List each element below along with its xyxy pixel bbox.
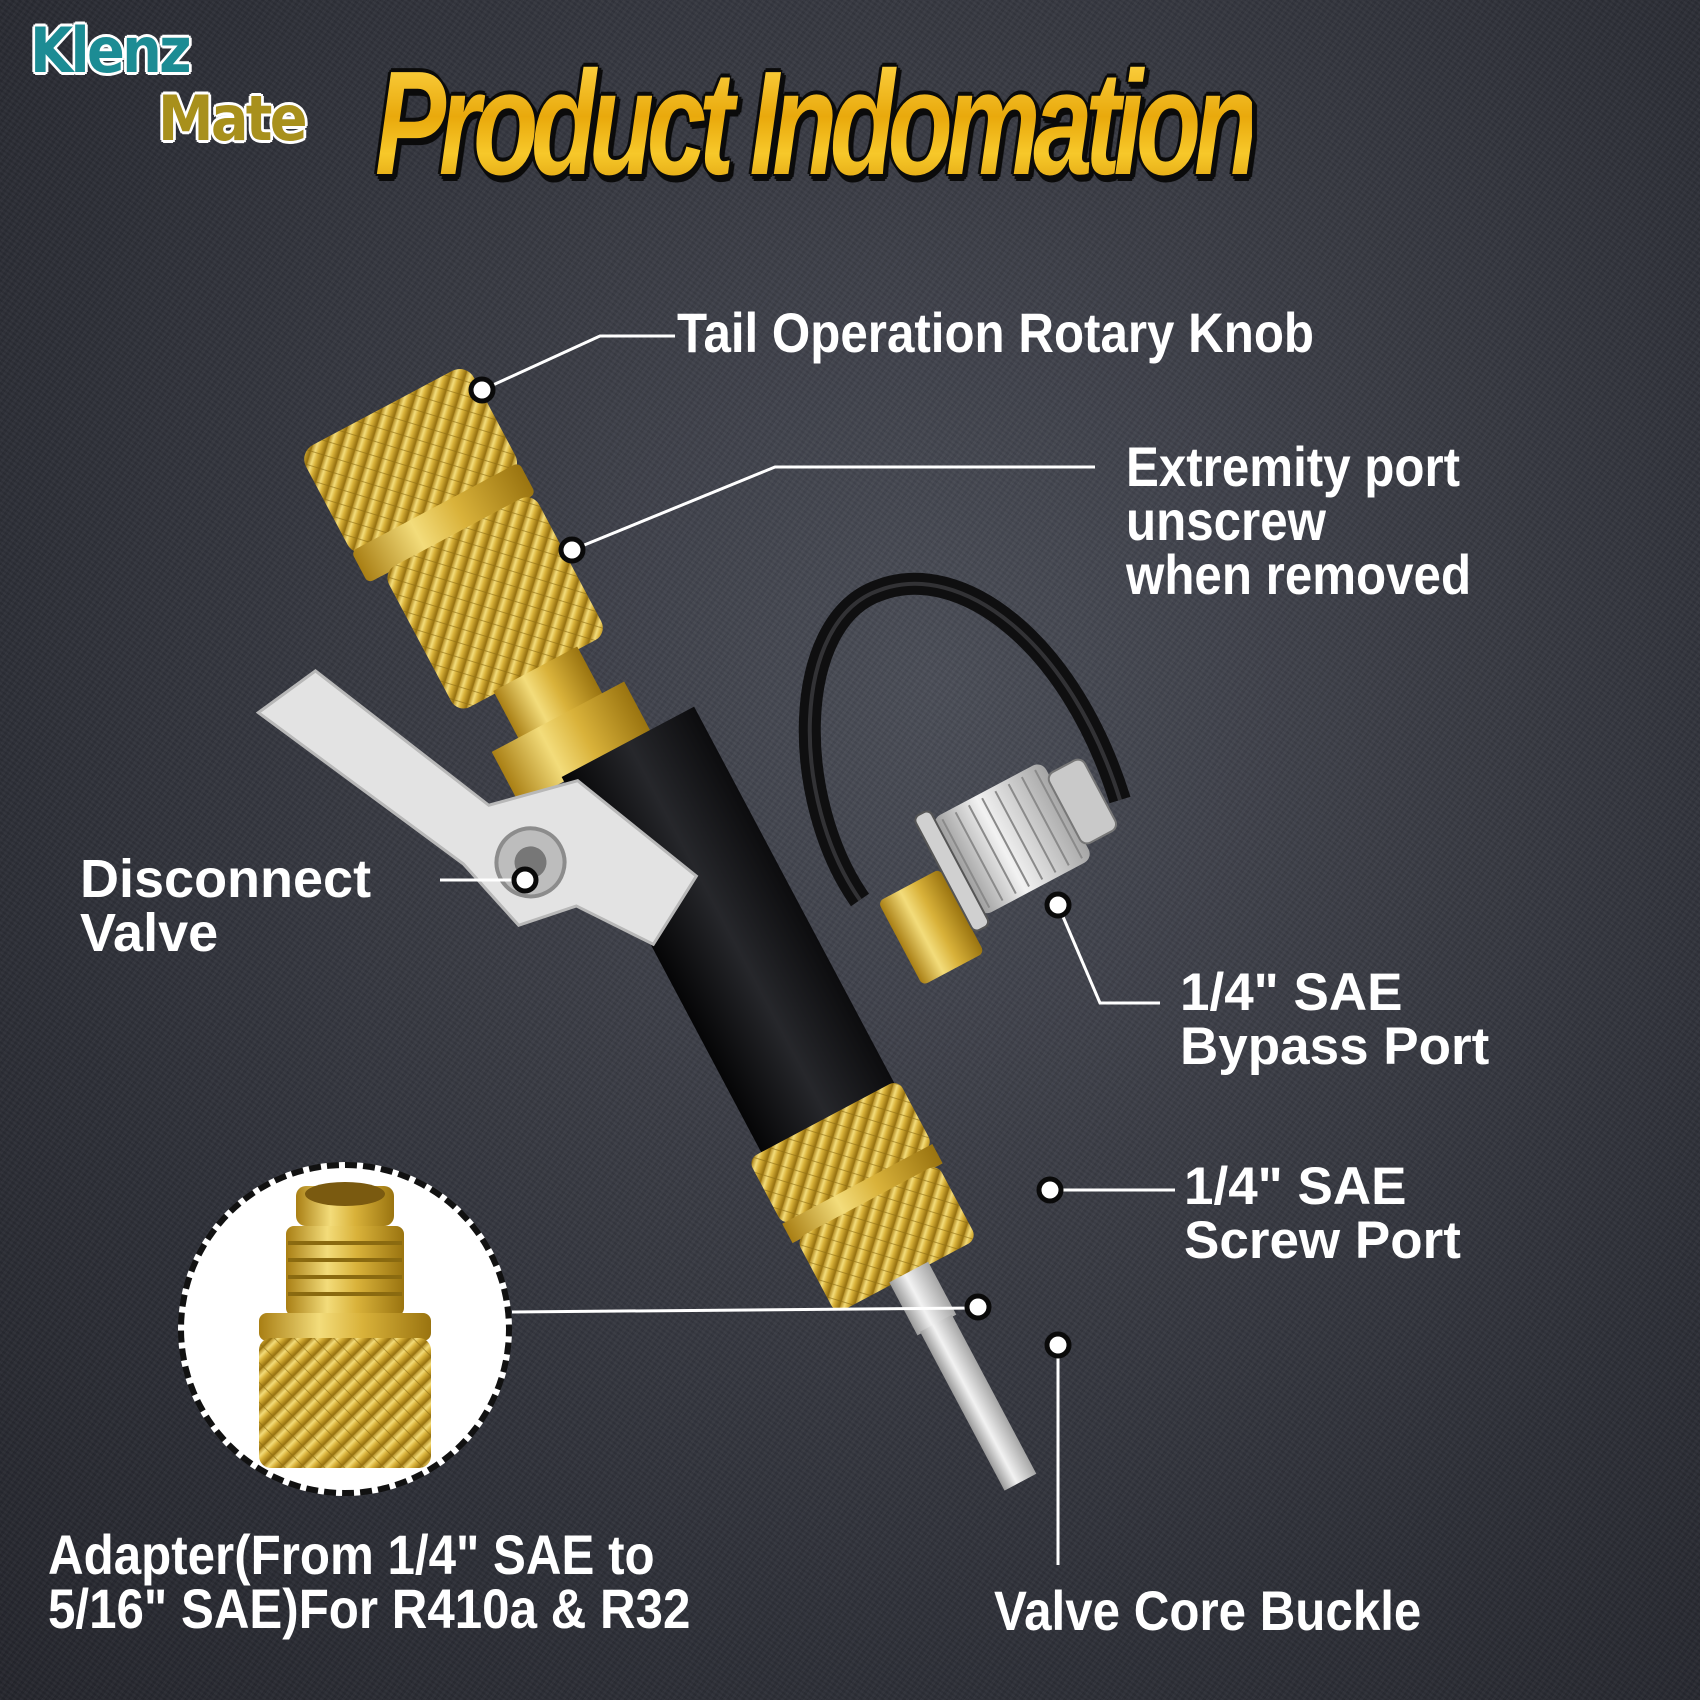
callout-label-tail-knob: Tail Operation Rotary Knob (677, 301, 1315, 364)
dot-bypass-port (1044, 891, 1072, 919)
callout-label-adapter: Adapter(From 1/4" SAE to 5/16" SAE)For R… (48, 1523, 691, 1640)
brand-logo: Klenz Mate (28, 14, 358, 164)
brand-logo-mate: Mate (158, 82, 308, 155)
callout-label-extremity-port: Extremity port unscrew when removed (1126, 435, 1472, 606)
dot-tail-knob (468, 376, 496, 404)
callout-dots (468, 376, 1072, 1359)
brand-logo-klenz: Klenz (30, 14, 192, 87)
callout-label-screw-port: 1/4" SAE Screw Port (1184, 1157, 1461, 1270)
dot-screw-port (1036, 1176, 1064, 1204)
valve-core-tool (304, 368, 1037, 1491)
bypass-port-assembly (798, 572, 1131, 984)
adapter-inset (178, 1162, 512, 1496)
callout-label-bypass-port: 1/4" SAE Bypass Port (1180, 963, 1490, 1076)
dot-valve-core-buckle (1044, 1331, 1072, 1359)
page-title: Product Indomation (375, 41, 1259, 206)
callout-label-valve-core-buckle: Valve Core Buckle (994, 1579, 1422, 1642)
black-body-shape (561, 706, 896, 1157)
callout-label-disconnect-valve: Disconnect Valve (80, 849, 372, 963)
dot-disconnect-valve (511, 866, 539, 894)
dot-extremity-port (558, 536, 586, 564)
callout-lines (440, 334, 1175, 1565)
dot-adapter (964, 1293, 992, 1321)
adapter-image (259, 1182, 431, 1468)
tail-knob-shape (304, 368, 518, 553)
